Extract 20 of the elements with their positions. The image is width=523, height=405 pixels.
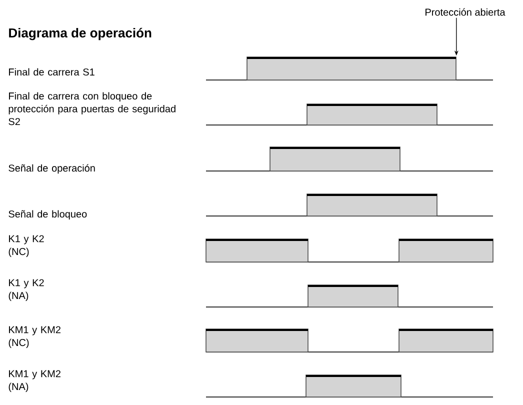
- signal-pulse: [306, 194, 438, 216]
- row-label: KM1 y KM2 (NA): [8, 370, 60, 392]
- row-label: K1 y K2 (NA): [8, 279, 44, 302]
- signal-pulse: [308, 284, 398, 308]
- signal-pulse: [246, 56, 456, 80]
- row-label: K1 y K2 (NC): [8, 235, 44, 258]
- signal-pulse: [206, 238, 308, 262]
- title: Diagrama de operación: [9, 28, 152, 40]
- callout-label: Protección abierta: [426, 8, 506, 16]
- signal-pulse: [398, 328, 494, 352]
- signal-pulse: [270, 146, 400, 172]
- row-label: Señal de operación: [8, 164, 95, 174]
- signal-pulse: [306, 104, 438, 126]
- signal-pulse: [398, 238, 494, 262]
- row-label: Final de carrera con bloqueo de protección para puertas de seguridad S2: [8, 92, 176, 126]
- row-label: KM1 y KM2 (NC): [8, 326, 60, 348]
- row-label: Final de carrera S1: [9, 68, 94, 76]
- signal-pulse: [306, 374, 402, 398]
- row-label: Señal de bloqueo: [8, 210, 87, 220]
- signal-pulse: [206, 328, 308, 352]
